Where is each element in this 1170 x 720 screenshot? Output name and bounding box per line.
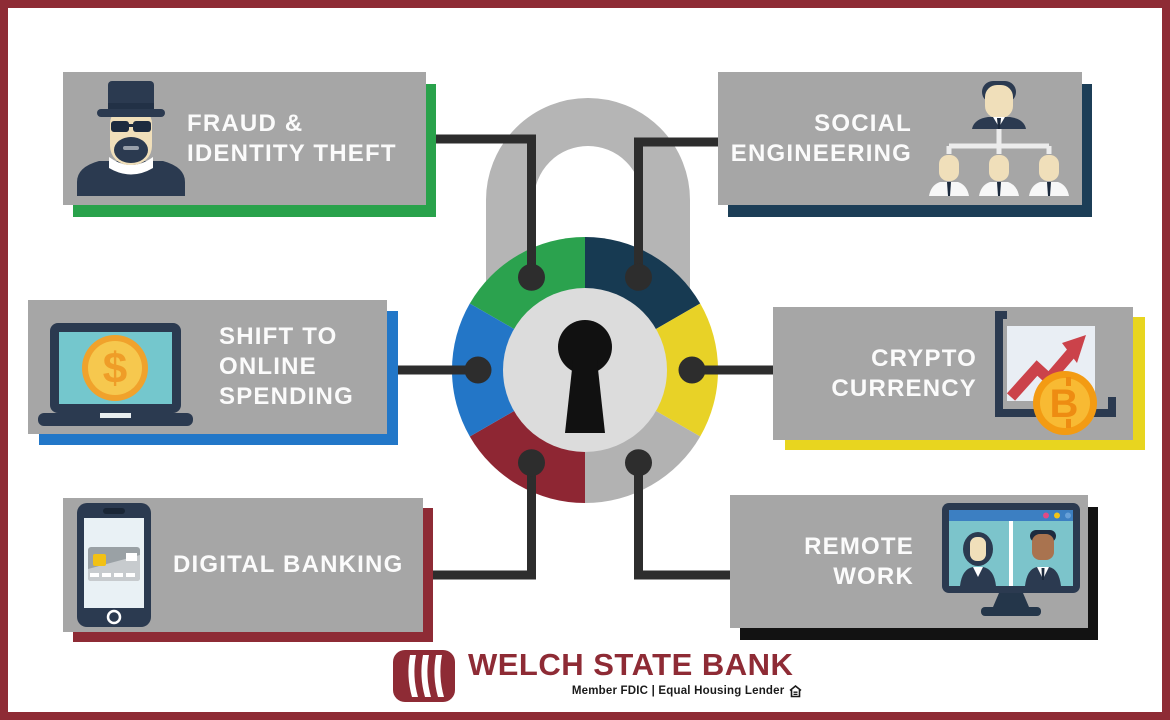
topic-box-remote-work: REMOTE WORK bbox=[730, 495, 1088, 628]
bank-logo-footer: WELCH STATE BANK Member FDIC | Equal Hou… bbox=[393, 647, 802, 702]
topic-label-line: CRYPTO bbox=[871, 344, 977, 372]
topic-label-digital: DIGITAL BANKING bbox=[173, 550, 403, 580]
topic-label-crypto: CRYPTO CURRENCY bbox=[773, 344, 989, 404]
topic-box-social-engineering: SOCIAL ENGINEERING bbox=[718, 72, 1082, 205]
topic-box-crypto-currency: CRYPTO CURRENCY B bbox=[773, 307, 1133, 440]
bank-logo-text: WELCH STATE BANK Member FDIC | Equal Hou… bbox=[468, 647, 802, 702]
topic-box-online-spending: $ SHIFT TO ONLINE SPENDING bbox=[28, 300, 387, 434]
topic-label-line: IDENTITY THEFT bbox=[187, 139, 397, 167]
bank-tagline: Member FDIC | Equal Housing Lender bbox=[468, 684, 803, 698]
topic-box-fraud-identity-theft: FRAUD & IDENTITY THEFT bbox=[63, 72, 426, 205]
connector-dots bbox=[464, 263, 706, 477]
keyhole-icon bbox=[558, 320, 612, 433]
fraudster-icon bbox=[77, 81, 185, 196]
welch-logo-mark bbox=[393, 650, 455, 702]
padlock-shackle bbox=[486, 98, 690, 300]
topic-label-fraud: FRAUD & IDENTITY THEFT bbox=[187, 109, 397, 169]
bitcoin-chart-icon: B bbox=[995, 311, 1116, 435]
topic-label-line: REMOTE bbox=[804, 532, 914, 560]
topic-label-remote: REMOTE WORK bbox=[730, 532, 942, 592]
connector-digital bbox=[423, 463, 536, 580]
topic-box-digital-banking: DIGITAL BANKING bbox=[63, 498, 423, 632]
topic-label-line: CURRENCY bbox=[831, 374, 977, 402]
smartphone-card-icon bbox=[77, 503, 151, 627]
topic-label-line: SOCIAL bbox=[814, 109, 912, 137]
topic-label-spending: SHIFT TO ONLINE SPENDING bbox=[219, 322, 354, 412]
connector-fraud bbox=[426, 134, 536, 277]
topic-label-line: ENGINEERING bbox=[730, 139, 912, 167]
topic-label-line: SHIFT TO bbox=[219, 323, 338, 350]
connector-remote bbox=[634, 463, 737, 580]
topic-label-line: DIGITAL BANKING bbox=[173, 551, 404, 578]
connector-social bbox=[634, 137, 718, 277]
topic-label-line: FRAUD & bbox=[187, 109, 304, 137]
video-call-monitor-icon bbox=[942, 502, 1080, 616]
laptop-dollar-icon: $ bbox=[38, 322, 193, 426]
topic-label-line: WORK bbox=[833, 562, 914, 590]
bank-name: WELCH STATE BANK bbox=[468, 647, 794, 682]
topic-label-line: SPENDING bbox=[219, 383, 354, 410]
topic-label-social: SOCIAL ENGINEERING bbox=[718, 109, 924, 169]
equal-housing-icon bbox=[789, 684, 802, 698]
org-chart-icon bbox=[929, 81, 1069, 196]
dollar-glyph: $ bbox=[103, 344, 127, 393]
tagline-text: Member FDIC | Equal Housing Lender bbox=[571, 685, 785, 697]
connector-lines bbox=[396, 134, 776, 580]
topic-label-line: ONLINE bbox=[219, 353, 317, 380]
bitcoin-glyph: B bbox=[1050, 382, 1079, 426]
